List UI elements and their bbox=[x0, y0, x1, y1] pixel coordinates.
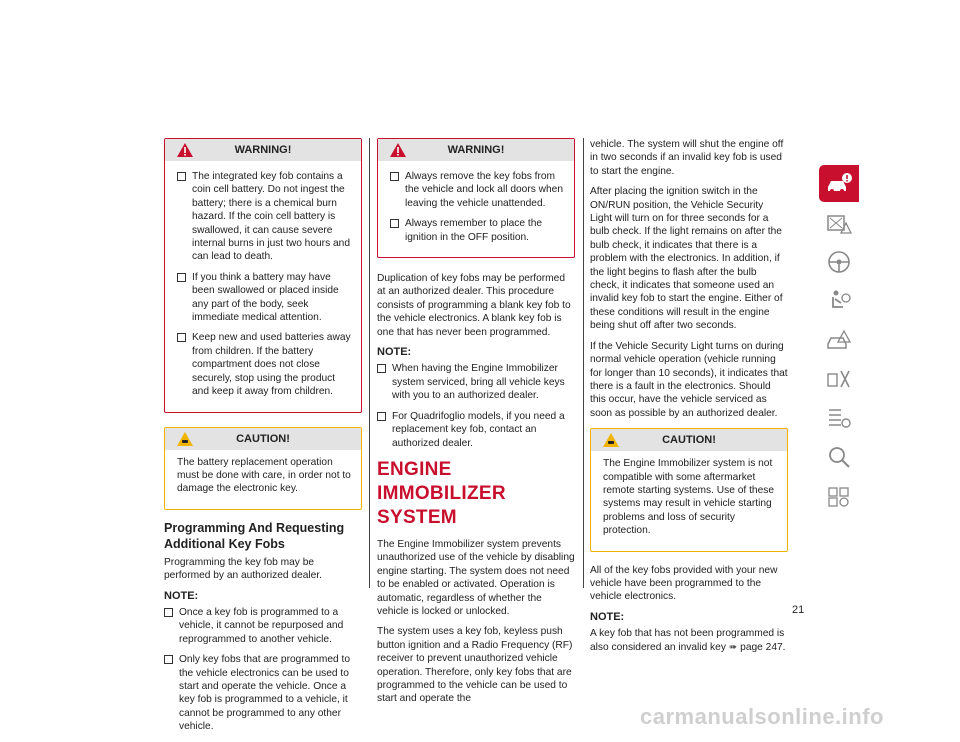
caution-car-icon bbox=[603, 433, 619, 448]
caution-text: The Engine Immobilizer system is not com… bbox=[603, 458, 774, 537]
column-divider bbox=[583, 138, 584, 588]
warning-item: If you think a battery may have been swa… bbox=[177, 271, 351, 325]
service-tools-icon bbox=[827, 370, 850, 387]
column-3: vehicle. The system will shut the engine… bbox=[590, 138, 788, 661]
note-label: NOTE: bbox=[590, 610, 625, 623]
chapter-tabs bbox=[819, 165, 863, 516]
search-icon bbox=[829, 446, 850, 468]
tab-safety[interactable] bbox=[819, 282, 859, 319]
tab-car-info[interactable] bbox=[819, 165, 859, 202]
security-light-paragraph: After placing the ignition switch in the… bbox=[590, 186, 783, 332]
page-number: 21 bbox=[792, 604, 805, 616]
checkbox-bullet-icon bbox=[377, 364, 386, 374]
caution-title: CAUTION! bbox=[236, 432, 290, 445]
immobilizer-paragraph-3: vehicle. The system will shut the engine… bbox=[590, 139, 784, 177]
note-item: Only key fobs that are programmed to the… bbox=[164, 653, 362, 733]
column-2: WARNING! Always remove the key fobs from… bbox=[377, 138, 575, 713]
note-text: A key fob that has not been programmed i… bbox=[590, 628, 786, 653]
duplication-paragraph: Duplication of key fobs may be performed… bbox=[377, 273, 571, 338]
tab-service[interactable] bbox=[819, 360, 859, 397]
dashboard-warning-icon bbox=[827, 214, 853, 234]
tab-emergency[interactable] bbox=[819, 321, 859, 358]
caution-box-remote-start: CAUTION! The Engine Immobilizer system i… bbox=[590, 428, 788, 552]
caution-car-icon bbox=[177, 431, 193, 446]
tab-specifications[interactable] bbox=[819, 399, 859, 436]
key-fobs-programmed-paragraph: All of the key fobs provided with your n… bbox=[590, 564, 778, 603]
column-divider bbox=[369, 138, 370, 588]
note-item: Once a key fob is programmed to a vehicl… bbox=[164, 606, 362, 646]
steering-wheel-icon bbox=[828, 250, 850, 273]
warning-box-keys: WARNING! Always remove the key fobs from… bbox=[377, 138, 575, 259]
section-heading-programming: Programming And Requesting Additional Ke… bbox=[164, 520, 345, 551]
page-reference-arrow-icon: ➠ bbox=[728, 641, 738, 653]
seat-airbag-icon bbox=[832, 290, 851, 308]
checkbox-bullet-icon bbox=[177, 172, 186, 181]
caution-text: The battery replacement operation must b… bbox=[177, 456, 351, 495]
warning-title: WARNING! bbox=[234, 144, 292, 156]
tab-search[interactable] bbox=[819, 438, 859, 475]
checkbox-bullet-icon bbox=[177, 272, 186, 282]
note-label: NOTE: bbox=[164, 589, 199, 602]
checkbox-bullet-icon bbox=[390, 219, 399, 229]
warning-item: Always remember to place the ignition in… bbox=[390, 217, 564, 244]
column-1: WARNING! The integrated key fob contains… bbox=[164, 138, 362, 741]
immobilizer-paragraph-1: The Engine Immobilizer system prevents u… bbox=[377, 538, 575, 617]
checkbox-bullet-icon bbox=[377, 411, 386, 421]
programming-intro: Programming the key fob may be performed… bbox=[164, 556, 323, 582]
tab-steering[interactable] bbox=[819, 243, 859, 280]
tab-multimedia[interactable] bbox=[819, 477, 859, 514]
note-item: When having the Engine Immobilizer syste… bbox=[377, 362, 575, 402]
warning-box-battery: WARNING! The integrated key fob contains… bbox=[164, 138, 362, 413]
caution-header: CAUTION! bbox=[165, 427, 361, 450]
warning-item: Always remove the key fobs from the vehi… bbox=[390, 170, 564, 210]
warning-triangle-icon bbox=[177, 143, 193, 157]
caution-header: CAUTION! bbox=[591, 429, 787, 452]
checkbox-bullet-icon bbox=[164, 655, 173, 665]
tab-dashboard[interactable] bbox=[819, 204, 859, 241]
caution-box-battery: CAUTION! The battery replacement operati… bbox=[164, 426, 362, 510]
checkbox-bullet-icon bbox=[390, 172, 399, 181]
car-info-icon bbox=[828, 172, 852, 193]
caution-title: CAUTION! bbox=[662, 434, 716, 447]
specifications-list-icon bbox=[829, 408, 851, 428]
checkbox-bullet-icon bbox=[177, 333, 186, 343]
warning-title: WARNING! bbox=[447, 144, 505, 156]
emergency-vehicle-icon bbox=[827, 329, 852, 349]
multimedia-icon bbox=[828, 486, 849, 507]
warning-header: WARNING! bbox=[378, 139, 574, 161]
warning-item: The integrated key fob contains a coin c… bbox=[177, 170, 351, 264]
security-light-fault-paragraph: If the Vehicle Security Light turns on d… bbox=[590, 340, 788, 419]
section-title-immobilizer: ENGINE IMMOBILIZER SYSTEM bbox=[377, 458, 506, 528]
warning-header: WARNING! bbox=[165, 139, 361, 161]
immobilizer-paragraph-2: The system uses a key fob, keyless push … bbox=[377, 626, 573, 705]
warning-item: Keep new and used batteries away from ch… bbox=[177, 331, 351, 398]
page-reference-link[interactable]: page 247. bbox=[740, 641, 786, 653]
warning-triangle-icon bbox=[390, 143, 406, 157]
checkbox-bullet-icon bbox=[164, 607, 173, 617]
watermark: carmanualsonline.info bbox=[640, 704, 884, 729]
note-label: NOTE: bbox=[377, 346, 412, 359]
note-item: For Quadrifoglio models, if you need a r… bbox=[377, 410, 575, 450]
